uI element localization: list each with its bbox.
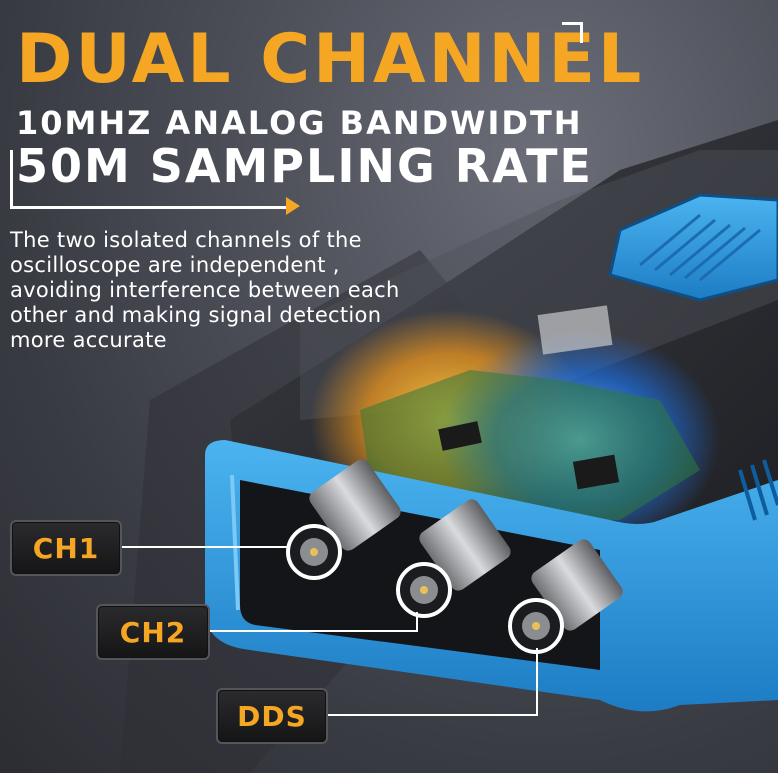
bnc-connector-ch2 [396, 499, 511, 618]
corner-bracket-decoration [562, 22, 583, 43]
dds-leader-line-vertical [536, 648, 538, 716]
ch2-leader-line-vertical [416, 612, 418, 632]
arrow-head-icon [286, 197, 300, 215]
bnc-connector-dds [508, 539, 623, 654]
label-ch2: CH2 [96, 604, 210, 660]
headline-sampling-rate: 50M SAMPLING RATE [16, 139, 593, 193]
headline-title: DUAL CHANNEL [16, 20, 645, 99]
bnc-connector-ch1 [286, 459, 401, 580]
ch2-leader-line [206, 630, 418, 632]
label-dds: DDS [216, 688, 328, 744]
ch1-leader-line [118, 546, 290, 548]
headline-bandwidth: 10MHZ ANALOG BANDWIDTH [16, 104, 583, 142]
label-ch1: CH1 [10, 520, 122, 576]
description-text: The two isolated channels of the oscillo… [10, 228, 400, 352]
dds-leader-line [324, 714, 538, 716]
bracket-arrow-line [10, 150, 293, 209]
